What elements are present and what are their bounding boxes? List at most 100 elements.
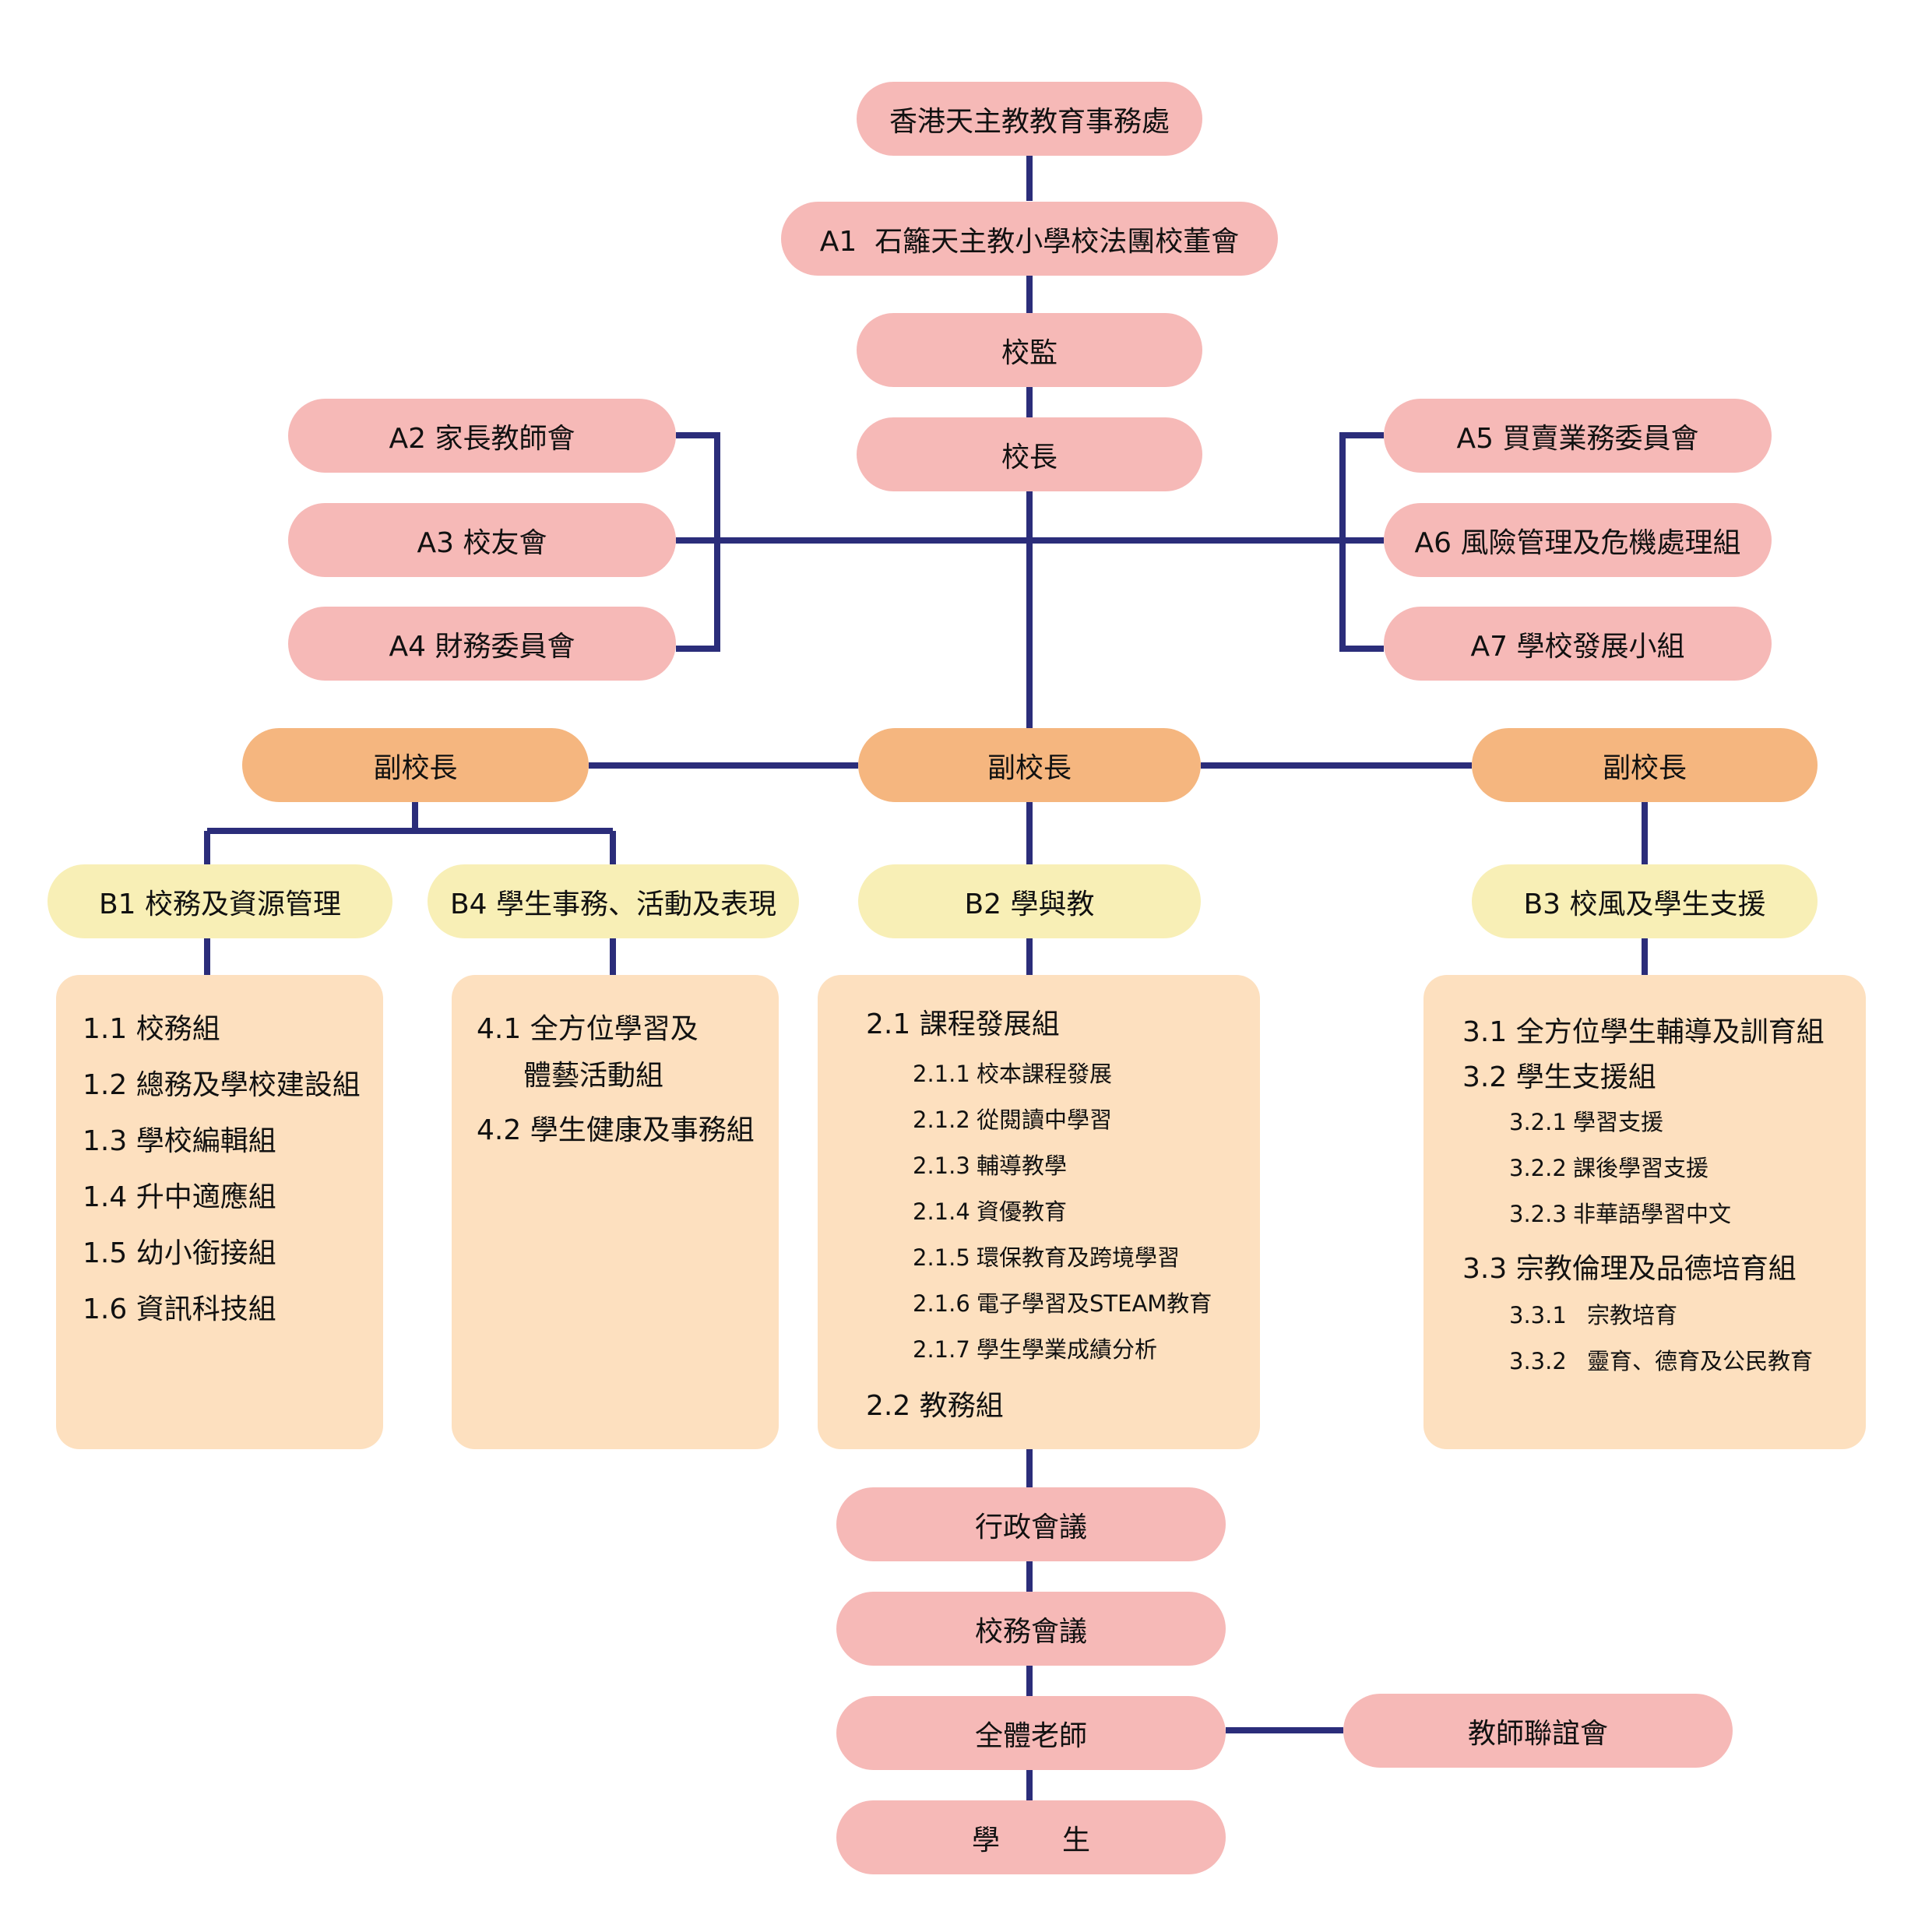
supervisor-label: 校監 bbox=[1001, 336, 1057, 369]
b3-item-3-3-2-label: 靈育、德育及公民教育 bbox=[1587, 1348, 1814, 1374]
b2-item-2-1-2-label: 從閱讀中學習 bbox=[977, 1107, 1113, 1133]
connector-domain-to-panel bbox=[204, 938, 1648, 975]
b2-item-2-1-7-num: 2.1.7 bbox=[913, 1336, 970, 1363]
supervisor-node: 校監 bbox=[857, 313, 1202, 387]
vice-principal-right-label: 副校長 bbox=[1602, 751, 1687, 784]
b2-item-2-1-4: 2.1.4 資優教育 bbox=[913, 1194, 1067, 1226]
b2-item-2-1-2-num: 2.1.2 bbox=[913, 1107, 970, 1133]
b4-group-4-2: 4.2 學生健康及事務組 bbox=[477, 1114, 755, 1146]
vice-principal-left-label: 副校長 bbox=[373, 751, 458, 784]
b2-item-2-1-4-label: 資優教育 bbox=[977, 1198, 1068, 1225]
committee-a5-node: A5 買賣業務委員會 bbox=[1384, 399, 1772, 473]
b2-item-2-1-3-label: 輔導教學 bbox=[977, 1153, 1068, 1179]
b2-item-2-1-7: 2.1.7 學生學業成績分析 bbox=[913, 1332, 1157, 1364]
connector-left-vice-branch bbox=[204, 802, 616, 864]
committee-a2-node: A2 家長教師會 bbox=[288, 399, 676, 473]
b3-item-3-3-1-label: 宗教培育 bbox=[1587, 1302, 1678, 1328]
b3-group-3-1: 3.1 全方位學生輔導及訓育組 bbox=[1462, 1016, 1825, 1048]
b2-group-2-1: 2.1 課程發展組 bbox=[866, 1008, 1060, 1040]
b1-group-1-4: 1.4 升中適應組 bbox=[83, 1181, 276, 1213]
domain-b4-node: B4 學生事務、活動及表現 bbox=[428, 864, 799, 938]
b1-group-1-2: 1.2 總務及學校建設組 bbox=[83, 1069, 361, 1101]
b2-item-2-1-5-label: 環保教育及跨境學習 bbox=[977, 1244, 1181, 1271]
b3-item-3-2-2-num: 3.2.2 bbox=[1509, 1155, 1567, 1181]
committee-a4-node: A4 財務委員會 bbox=[288, 607, 676, 681]
vice-principal-center-label: 副校長 bbox=[987, 751, 1072, 784]
all-teachers-label: 全體老師 bbox=[974, 1719, 1087, 1752]
domain-b4-label: B4 學生事務、活動及表現 bbox=[449, 888, 777, 920]
committee-a5-label: A5 買賣業務委員會 bbox=[1456, 422, 1699, 455]
incorporated-management-committee-node: A1 石籬天主教小學校法團校董會 bbox=[781, 202, 1278, 276]
b3-item-3-2-3-num: 3.2.3 bbox=[1509, 1201, 1567, 1227]
b3-item-3-3-2: 3.3.2 靈育、德育及公民教育 bbox=[1509, 1343, 1813, 1376]
b2-item-2-1-6-label: 電子學習及STEAM教育 bbox=[977, 1290, 1212, 1317]
b2-item-2-1-3-num: 2.1.3 bbox=[913, 1153, 970, 1179]
committee-a6-label: A6 風險管理及危機處理組 bbox=[1414, 526, 1741, 559]
domain-b2-node: B2 學與教 bbox=[858, 864, 1201, 938]
teachers-association-label: 教師聯誼會 bbox=[1467, 1717, 1608, 1750]
committee-a4-label: A4 財務委員會 bbox=[389, 630, 575, 663]
b2-item-2-1-1-label: 校本課程發展 bbox=[977, 1061, 1113, 1087]
b1-group-1-1: 1.1 校務組 bbox=[83, 1013, 220, 1045]
b3-item-3-2-1-num: 3.2.1 bbox=[1509, 1109, 1567, 1135]
b3-group-3-2: 3.2 學生支援組 bbox=[1462, 1061, 1656, 1093]
b2-item-2-1-4-num: 2.1.4 bbox=[913, 1198, 970, 1225]
b2-group-2-2: 2.2 教務組 bbox=[866, 1390, 1004, 1422]
committee-a7-node: A7 學校發展小組 bbox=[1384, 607, 1772, 681]
domain-b3-node: B3 校風及學生支援 bbox=[1472, 864, 1818, 938]
b3-item-3-2-3-label: 非華語學習中文 bbox=[1573, 1201, 1732, 1227]
vice-principal-center-node: 副校長 bbox=[858, 728, 1201, 802]
domain-b2-label: B2 學與教 bbox=[964, 888, 1095, 920]
b2-item-2-1-5-num: 2.1.5 bbox=[913, 1244, 970, 1271]
b1-groups-panel: 1.1 校務組 1.2 總務及學校建設組 1.3 學校編輯組 1.4 升中適應組… bbox=[56, 975, 383, 1449]
catholic-education-office-label: 香港天主教教育事務處 bbox=[889, 105, 1170, 138]
b2-groups-panel: 2.1 課程發展組 2.1.1 校本課程發展 2.1.2 從閱讀中學習 2.1.3 輔… bbox=[818, 975, 1260, 1449]
students-label-part1: 學 bbox=[971, 1824, 1000, 1856]
administrative-meeting-node: 行政會議 bbox=[836, 1487, 1226, 1561]
b4-groups-panel: 4.1 全方位學習及 體藝活動組 4.2 學生健康及事務組 bbox=[452, 975, 779, 1449]
b4-group-4-1-line1: 4.1 全方位學習及 bbox=[477, 1013, 699, 1045]
administrative-meeting-label: 行政會議 bbox=[974, 1511, 1087, 1543]
school-affairs-meeting-node: 校務會議 bbox=[836, 1592, 1226, 1666]
connector-right-bracket bbox=[1339, 432, 1384, 652]
committee-a3-label: A3 校友會 bbox=[417, 526, 547, 559]
b2-item-2-1-1-num: 2.1.1 bbox=[913, 1061, 970, 1087]
students-node: 學生 bbox=[836, 1800, 1226, 1874]
b2-item-2-1-6: 2.1.6 電子學習及STEAM教育 bbox=[913, 1286, 1212, 1318]
b2-item-2-1-2: 2.1.2 從閱讀中學習 bbox=[913, 1102, 1112, 1135]
teachers-association-node: 教師聯誼會 bbox=[1343, 1694, 1733, 1768]
all-teachers-node: 全體老師 bbox=[836, 1696, 1226, 1770]
b2-item-2-1-6-num: 2.1.6 bbox=[913, 1290, 970, 1317]
b3-group-3-3: 3.3 宗教倫理及品德培育組 bbox=[1462, 1253, 1797, 1285]
domain-b1-label: B1 校務及資源管理 bbox=[98, 888, 342, 920]
b2-item-2-1-5: 2.1.5 環保教育及跨境學習 bbox=[913, 1240, 1180, 1272]
b1-group-1-3: 1.3 學校編輯組 bbox=[83, 1125, 276, 1157]
b3-item-3-2-1-label: 學習支援 bbox=[1573, 1109, 1664, 1135]
vice-principal-right-node: 副校長 bbox=[1472, 728, 1818, 802]
principal-label: 校長 bbox=[1001, 441, 1057, 473]
catholic-education-office-node: 香港天主教教育事務處 bbox=[857, 82, 1202, 156]
school-affairs-meeting-label: 校務會議 bbox=[974, 1615, 1087, 1648]
domain-b1-node: B1 校務及資源管理 bbox=[48, 864, 392, 938]
b2-item-2-1-1: 2.1.1 校本課程發展 bbox=[913, 1056, 1112, 1089]
incorporated-management-committee-label: A1 石籬天主教小學校法團校董會 bbox=[819, 225, 1240, 258]
principal-node: 校長 bbox=[857, 417, 1202, 491]
domain-b3-label: B3 校風及學生支援 bbox=[1523, 888, 1766, 920]
committee-a2-label: A2 家長教師會 bbox=[389, 422, 575, 455]
committee-a6-node: A6 風險管理及危機處理組 bbox=[1384, 503, 1772, 577]
committee-a7-label: A7 學校發展小組 bbox=[1470, 630, 1685, 663]
b3-item-3-3-2-num: 3.3.2 bbox=[1509, 1348, 1567, 1374]
b2-item-2-1-7-label: 學生學業成績分析 bbox=[977, 1336, 1158, 1363]
students-label-part2: 生 bbox=[1062, 1824, 1091, 1856]
b4-group-4-1-line2: 體藝活動組 bbox=[523, 1060, 664, 1092]
b1-group-1-6: 1.6 資訊科技組 bbox=[83, 1293, 276, 1325]
committee-a3-node: A3 校友會 bbox=[288, 503, 676, 577]
b2-item-2-1-3: 2.1.3 輔導教學 bbox=[913, 1148, 1067, 1181]
